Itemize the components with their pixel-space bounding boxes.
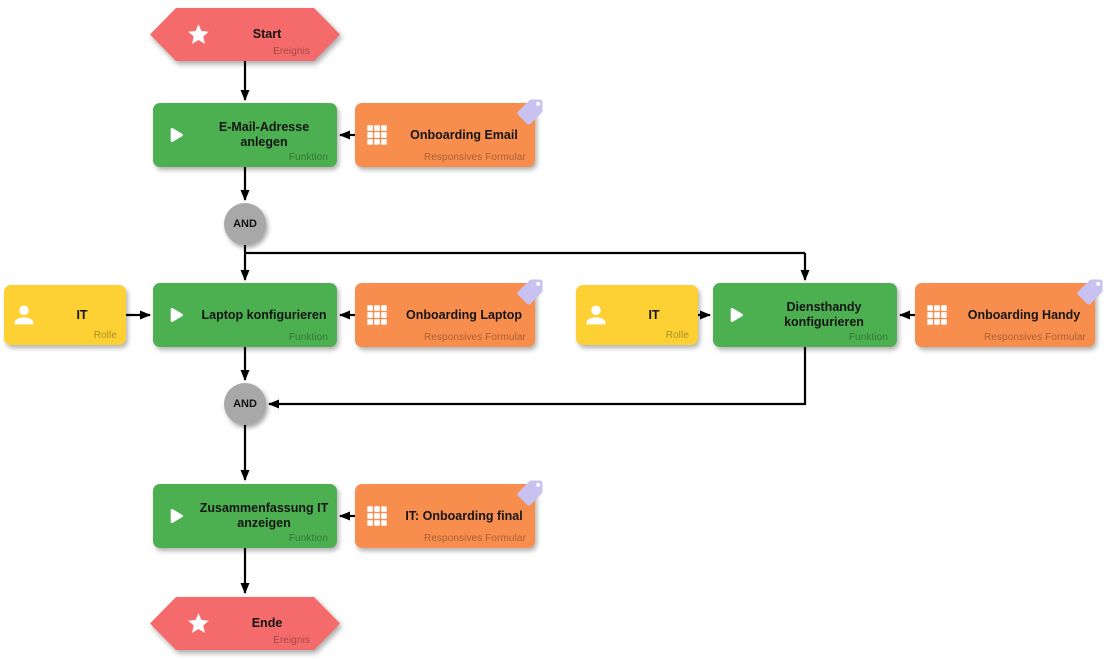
node-type-label: Responsives Formular xyxy=(423,332,526,343)
node-form-laptop[interactable]: Onboarding Laptop Responsives Formular xyxy=(355,279,543,347)
node-function-handy[interactable]: Diensthandy konfigurieren Funktion xyxy=(713,283,897,347)
node-title: IT: Onboarding final xyxy=(405,508,523,523)
grid-icon xyxy=(355,122,399,148)
node-function-email[interactable]: E-Mail-Adresse anlegen Funktion xyxy=(153,103,337,167)
tag-icon xyxy=(1075,277,1105,307)
star-icon xyxy=(176,611,220,636)
play-icon xyxy=(153,304,197,326)
node-type-label: Rolle xyxy=(93,330,117,341)
node-type-label: Funktion xyxy=(288,332,328,343)
grid-icon xyxy=(355,503,399,529)
tag-icon xyxy=(515,97,545,127)
node-type-label: Responsives Formular xyxy=(423,533,526,544)
grid-icon xyxy=(355,302,399,328)
tag-icon xyxy=(515,277,545,307)
star-icon xyxy=(176,22,220,47)
node-title: Start xyxy=(252,27,282,41)
grid-icon xyxy=(915,302,959,328)
node-role-it-handy[interactable]: IT Rolle xyxy=(576,285,698,345)
connector-handy-and2 xyxy=(268,347,807,409)
node-type-label: Ereignis xyxy=(273,635,310,646)
node-type-label: Rolle xyxy=(665,330,689,341)
node-title: Onboarding Email xyxy=(410,127,518,142)
node-title: Zusammenfassung IT anzeigen xyxy=(199,501,329,530)
node-type-label: Funktion xyxy=(848,332,888,343)
play-icon xyxy=(153,124,197,146)
and-label: AND xyxy=(233,218,257,230)
node-form-final[interactable]: IT: Onboarding final Responsives Formula… xyxy=(355,480,543,548)
and-connector-1[interactable]: AND xyxy=(224,203,266,245)
node-function-laptop[interactable]: Laptop konfigurieren Funktion xyxy=(153,283,337,347)
node-title: Onboarding Handy xyxy=(967,307,1081,322)
node-form-handy[interactable]: Onboarding Handy Responsives Formular xyxy=(915,279,1103,347)
node-title: Ende xyxy=(251,616,283,630)
node-title: Laptop konfigurieren xyxy=(201,307,327,322)
node-form-email[interactable]: Onboarding Email Responsives Formular xyxy=(355,99,543,167)
person-icon xyxy=(576,301,616,329)
and-connector-2[interactable]: AND xyxy=(224,383,266,425)
node-type-label: Ereignis xyxy=(273,46,310,57)
person-icon xyxy=(4,301,44,329)
node-title: IT xyxy=(648,307,660,322)
node-title: E-Mail-Adresse anlegen xyxy=(218,120,310,149)
node-role-it-laptop[interactable]: IT Rolle xyxy=(4,285,126,345)
node-title: Onboarding Laptop xyxy=(406,307,522,322)
node-type-label: Responsives Formular xyxy=(423,152,526,163)
node-title: IT xyxy=(76,307,88,322)
tag-icon xyxy=(515,478,545,508)
and-label: AND xyxy=(233,398,257,410)
node-event-start[interactable]: Start Ereignis xyxy=(150,8,340,61)
node-function-summary[interactable]: Zusammenfassung IT anzeigen Funktion xyxy=(153,484,337,548)
play-icon xyxy=(713,304,757,326)
node-type-label: Responsives Formular xyxy=(983,332,1086,343)
node-type-label: Funktion xyxy=(288,533,328,544)
node-type-label: Funktion xyxy=(288,152,328,163)
node-title: Diensthandy konfigurieren xyxy=(784,300,864,329)
play-icon xyxy=(153,505,197,527)
node-event-ende[interactable]: Ende Ereignis xyxy=(150,597,340,650)
